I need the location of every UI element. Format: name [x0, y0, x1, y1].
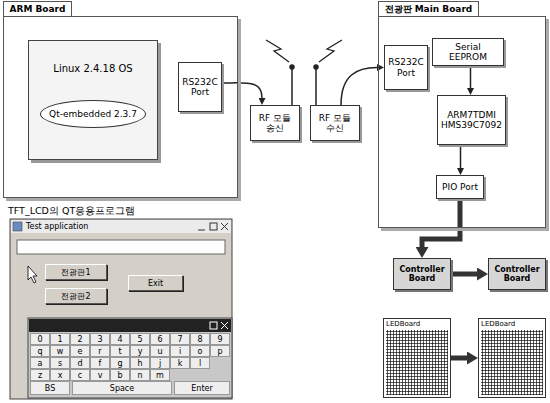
keyboard-key: w — [50, 345, 70, 357]
rf-module-box: RF 모듈 수신 — [310, 105, 360, 141]
keyboard-key: BS — [30, 381, 70, 395]
box-label: RF 모듈 수신 — [313, 113, 357, 134]
block-arrow — [451, 272, 477, 277]
text-input — [17, 240, 225, 254]
keyboard-key: z — [30, 369, 50, 381]
keyboard-key: j — [150, 357, 170, 369]
keyboard-key: c — [70, 369, 90, 381]
led-board: LEDBoard — [383, 318, 451, 398]
push-button: 전광판1 — [45, 264, 107, 280]
keyboard-key: k — [170, 357, 190, 369]
keyboard-key: 4 — [110, 333, 130, 345]
signal-arrow — [341, 68, 377, 106]
keyboard-key: 1 — [50, 333, 70, 345]
title-bar — [11, 220, 231, 233]
push-button: 전광판2 — [45, 288, 107, 304]
port-box: RS232C Port — [384, 45, 428, 90]
box-label: Controller Board — [395, 265, 449, 283]
signal-arrow — [222, 83, 262, 98]
box-label: PIO Port — [442, 182, 478, 192]
keyboard-key: t — [110, 345, 130, 357]
signal-arrow — [470, 66, 472, 88]
keyboard-key: l — [190, 357, 210, 369]
box-label: LEDBoard — [384, 319, 422, 329]
keyboard-key: o — [190, 345, 210, 357]
block-arrow — [422, 199, 460, 247]
box-label: Qt-embedded 2.3.7 — [49, 109, 137, 119]
keyboard-key: b — [110, 369, 130, 381]
keyboard-title-bar — [29, 319, 231, 332]
keyboard-key: s — [50, 357, 70, 369]
keyboard-key: r — [90, 345, 110, 357]
keyboard-key: d — [70, 357, 90, 369]
keyboard-key: Space — [72, 381, 172, 395]
keyboard-key: f — [90, 357, 110, 369]
antenna — [290, 65, 318, 105]
window-icon — [13, 222, 22, 231]
rf-module-box: RF 모듈 송신 — [250, 105, 300, 141]
keyboard-key: p — [210, 345, 230, 357]
keyboard-window — [28, 318, 232, 398]
os-box: Linux 2.4.18 OS Qt-embedded 2.3.7 — [28, 40, 158, 160]
keyboard-key: a — [30, 357, 50, 369]
keyboard-window-controls — [210, 322, 228, 329]
box-label: RF 모듈 송신 — [253, 113, 297, 134]
led-matrix — [481, 330, 543, 395]
keyboard-key: 2 — [70, 333, 90, 345]
board-title: 전광판 Main Board — [378, 1, 480, 16]
push-button: Exit — [128, 275, 183, 291]
memory-box: Serial EEPROM — [432, 38, 504, 66]
keyboard-key: e — [70, 345, 90, 357]
keyboard-key: q — [30, 345, 50, 357]
board-frame: ARM BoardLinux 2.4.18 OSQt-embedded 2.3.… — [3, 16, 238, 198]
keyboard-key: x — [50, 369, 70, 381]
led-matrix — [386, 330, 448, 395]
wireless-bolt — [266, 40, 342, 62]
box-label: ARM7TDMI HMS39C7092 — [440, 110, 503, 131]
keyboard-key: 8 — [190, 333, 210, 345]
box-label: Serial EEPROM — [435, 42, 501, 63]
keyboard-key: 3 — [90, 333, 110, 345]
box-label: RS232C Port — [181, 77, 219, 98]
keyboard-key: m — [150, 369, 170, 381]
keyboard-key: 5 — [130, 333, 150, 345]
block-arrow — [451, 356, 467, 361]
keyboard-key: h — [130, 357, 150, 369]
keyboard-key: u — [150, 345, 170, 357]
window-title: Test application — [26, 221, 176, 232]
box-label: RS232C Port — [387, 57, 425, 78]
keyboard-key: y — [130, 345, 150, 357]
port-box: PIO Port — [436, 175, 484, 199]
keyboard-key: 0 — [30, 333, 50, 345]
keyboard-key: g — [110, 357, 130, 369]
app-window — [10, 219, 232, 399]
keyboard-key: 6 — [150, 333, 170, 345]
keyboard-key: i — [170, 345, 190, 357]
caption-label: TFT_LCD의 QT응용프로그램 — [8, 205, 238, 218]
keyboard-key: 9 — [210, 333, 230, 345]
keyboard-key: 7 — [170, 333, 190, 345]
mouse-cursor — [28, 266, 37, 283]
box-label: LEDBoard — [479, 319, 517, 329]
box-label: Linux 2.4.18 OS — [53, 63, 132, 75]
signal-arrow — [460, 145, 462, 168]
box-label: Controller Board — [490, 265, 544, 283]
controller-box: Controller Board — [488, 258, 546, 290]
window-controls — [198, 223, 228, 230]
controller-box: Controller Board — [393, 258, 451, 290]
keyboard-key: n — [130, 369, 150, 381]
keyboard-key: Enter — [174, 381, 230, 395]
board-frame: 전광판 Main BoardRS232C PortSerial EEPROMAR… — [378, 16, 546, 228]
software-oval: Qt-embedded 2.3.7 — [40, 100, 146, 128]
cpu-box: ARM7TDMI HMS39C7092 — [437, 95, 506, 145]
led-board: LEDBoard — [478, 318, 546, 398]
port-box: RS232C Port — [178, 62, 222, 112]
keyboard-key: v — [90, 369, 110, 381]
board-title: ARM Board — [3, 1, 73, 16]
